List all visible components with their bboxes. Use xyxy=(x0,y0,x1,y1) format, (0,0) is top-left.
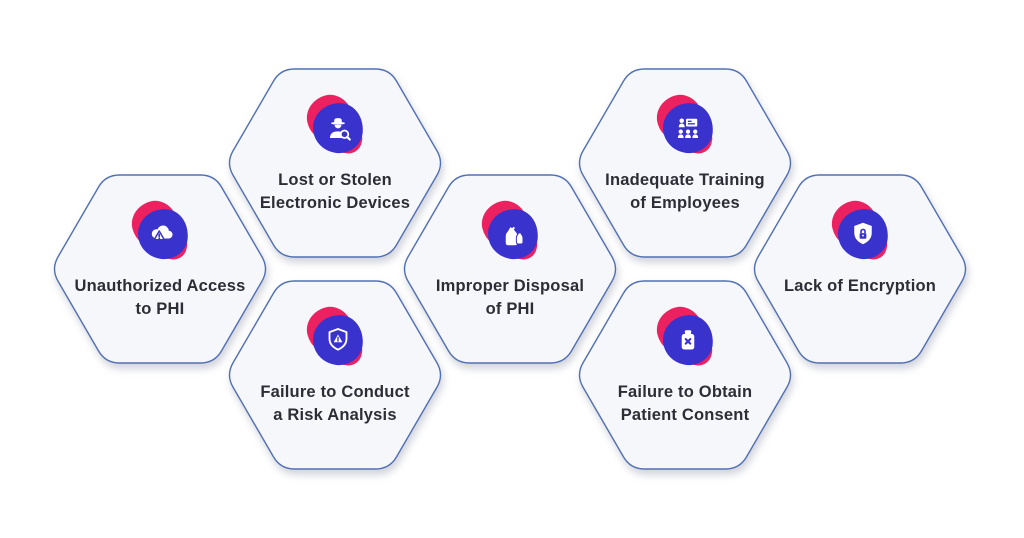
hexagon-failure-patient-consent: Failure to Obtain Patient Consent xyxy=(576,280,794,470)
label-line: Inadequate Training xyxy=(605,171,765,189)
hexagon-label: Inadequate Training of Employees xyxy=(605,169,765,215)
hexagon-shape xyxy=(753,174,967,364)
label-line: Failure to Conduct xyxy=(260,383,410,401)
label-line: to PHI xyxy=(135,299,185,318)
icon-blob xyxy=(302,302,366,369)
detective-search-icon xyxy=(310,100,366,156)
hexagon-label: Lack of Encryption xyxy=(784,275,936,298)
hexagon-shape xyxy=(53,174,267,364)
hexagon-lost-stolen-devices: Lost or Stolen Electronic Devices xyxy=(226,68,444,258)
hexagon-lack-of-encryption: Lack of Encryption xyxy=(751,174,969,364)
hexagon-label: Improper Disposal of PHI xyxy=(436,275,584,321)
hexagon-shape xyxy=(578,68,792,258)
hexagon-label: Lost or Stolen Electronic Devices xyxy=(260,169,410,215)
label-line: Lack of Encryption xyxy=(783,277,937,295)
hexagon-inadequate-training: Inadequate Training of Employees xyxy=(576,68,794,258)
label-line: Unauthorized Access xyxy=(74,277,246,295)
shield-lock-icon xyxy=(835,206,891,262)
icon-blob xyxy=(127,196,191,263)
shield-alert-icon xyxy=(310,312,366,368)
hexagon-shape xyxy=(228,280,442,470)
consent-denied-icon xyxy=(660,312,716,368)
hexagon-label: Failure to Conduct a Risk Analysis xyxy=(260,381,409,427)
training-presentation-icon xyxy=(660,100,716,156)
hexagon-improper-disposal-of-phi: Improper Disposal of PHI xyxy=(401,174,619,364)
icon-blob xyxy=(652,302,716,369)
cloud-warning-icon xyxy=(135,206,191,262)
label-line: Patient Consent xyxy=(620,405,750,424)
label-line: of Employees xyxy=(630,193,740,212)
icon-blob xyxy=(302,90,366,157)
hexagon-label: Failure to Obtain Patient Consent xyxy=(618,381,753,427)
hexagon-shape xyxy=(228,68,442,258)
label-line: Lost or Stolen xyxy=(278,171,392,189)
label-line: Failure to Obtain xyxy=(617,383,753,401)
label-line: a Risk Analysis xyxy=(273,405,397,424)
hexagon-unauthorized-access-to-phi: Unauthorized Access to PHI xyxy=(51,174,269,364)
icon-blob xyxy=(477,196,541,263)
hexagon-label: Unauthorized Access to PHI xyxy=(75,275,246,321)
hexagon-shape xyxy=(578,280,792,470)
label-line: Improper Disposal xyxy=(435,277,585,295)
trash-bags-icon xyxy=(485,206,541,262)
label-line: of PHI xyxy=(485,299,535,318)
icon-blob xyxy=(652,90,716,157)
hexagon-failure-risk-analysis: Failure to Conduct a Risk Analysis xyxy=(226,280,444,470)
label-line: Electronic Devices xyxy=(259,193,411,212)
icon-blob xyxy=(827,196,891,263)
hexagon-shape xyxy=(403,174,617,364)
